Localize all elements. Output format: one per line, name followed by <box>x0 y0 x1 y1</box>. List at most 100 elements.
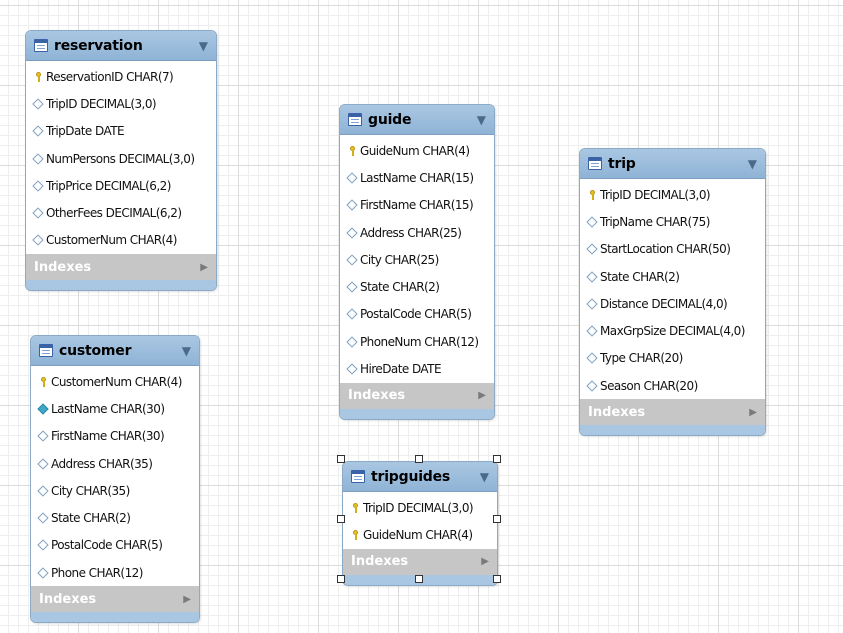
column-row[interactable]: Phone CHAR(12) <box>31 559 199 586</box>
column-row[interactable]: Season CHAR(20) <box>580 372 765 399</box>
table-header[interactable]: reservation ▼ <box>26 31 216 61</box>
diamond-icon <box>346 226 358 239</box>
column-row[interactable]: PhoneNum CHAR(12) <box>340 328 494 355</box>
key-icon <box>350 529 360 540</box>
diamond-icon <box>37 512 49 524</box>
resize-handle-bottom[interactable] <box>415 575 423 583</box>
table-header[interactable]: trip ▼ <box>580 149 765 179</box>
column-row[interactable]: ReservationID CHAR(7) <box>26 63 216 90</box>
column-row[interactable]: LastName CHAR(30) <box>31 395 199 422</box>
key-icon <box>33 71 43 82</box>
indexes-label: Indexes <box>39 591 97 607</box>
table-tripguides[interactable]: tripguides ▼ TripID DECIMAL(3,0) GuideNu… <box>342 461 498 586</box>
diamond-icon <box>586 298 598 310</box>
column-row[interactable]: State CHAR(2) <box>340 273 494 300</box>
table-guide[interactable]: guide ▼ GuideNum CHAR(4) LastName CHAR(1… <box>339 104 495 420</box>
column-row[interactable]: NumPersons DECIMAL(3,0) <box>26 145 216 172</box>
column-row[interactable]: TripID DECIMAL(3,0) <box>343 494 497 521</box>
table-footer <box>26 280 216 291</box>
collapse-arrow-icon[interactable]: ▼ <box>476 112 486 127</box>
column-row[interactable]: CustomerNum CHAR(4) <box>31 368 199 395</box>
indexes-section[interactable]: Indexes ▶ <box>26 254 216 281</box>
column-label: GuideNum CHAR(4) <box>360 143 470 158</box>
table-header[interactable]: tripguides ▼ <box>343 462 497 492</box>
key-icon <box>587 189 597 200</box>
diamond-icon <box>32 98 44 110</box>
column-row[interactable]: GuideNum CHAR(4) <box>340 137 494 164</box>
expand-arrow-icon[interactable]: ▶ <box>183 593 191 605</box>
expand-arrow-icon[interactable]: ▶ <box>478 390 486 402</box>
column-label: Distance DECIMAL(4,0) <box>600 296 728 311</box>
column-label: CustomerNum CHAR(4) <box>51 374 182 389</box>
column-row[interactable]: FirstName CHAR(15) <box>340 192 494 219</box>
table-trip[interactable]: trip ▼ TripID DECIMAL(3,0) TripName CHAR… <box>579 148 766 437</box>
column-row[interactable]: Type CHAR(20) <box>580 345 765 372</box>
column-row[interactable]: TripID DECIMAL(3,0) <box>26 90 216 117</box>
column-row[interactable]: City CHAR(35) <box>31 477 199 504</box>
column-row[interactable]: TripID DECIMAL(3,0) <box>580 181 765 208</box>
diamond-icon <box>37 539 49 552</box>
column-label: State CHAR(2) <box>360 280 440 295</box>
table-customer[interactable]: customer ▼ CustomerNum CHAR(4) LastName … <box>30 335 200 624</box>
diamond-icon <box>37 567 49 579</box>
column-label: FirstName CHAR(30) <box>51 429 165 444</box>
table-reservation[interactable]: reservation ▼ ReservationID CHAR(7) Trip… <box>25 30 217 292</box>
column-label: TripName CHAR(75) <box>600 214 710 229</box>
column-label: City CHAR(25) <box>360 252 439 267</box>
expand-arrow-icon[interactable]: ▶ <box>749 406 757 418</box>
resize-handle-top[interactable] <box>415 455 423 463</box>
column-label: TripID DECIMAL(3,0) <box>600 187 711 202</box>
column-row[interactable]: PostalCode CHAR(5) <box>340 301 494 328</box>
column-row[interactable]: LastName CHAR(15) <box>340 164 494 191</box>
column-row[interactable]: OtherFees DECIMAL(6,2) <box>26 199 216 226</box>
column-row[interactable]: StartLocation CHAR(50) <box>580 236 765 263</box>
resize-handle-top-left[interactable] <box>337 455 345 463</box>
resize-handle-bottom-left[interactable] <box>337 575 345 583</box>
column-row[interactable]: City CHAR(25) <box>340 246 494 273</box>
indexes-section[interactable]: Indexes ▶ <box>340 382 494 409</box>
column-label: HireDate DATE <box>360 362 442 377</box>
key-icon <box>350 502 360 513</box>
diamond-icon <box>586 243 598 255</box>
column-row[interactable]: TripPrice DECIMAL(6,2) <box>26 172 216 199</box>
table-header[interactable]: guide ▼ <box>340 105 494 135</box>
column-label: NumPersons DECIMAL(3,0) <box>46 151 195 166</box>
indexes-section[interactable]: Indexes ▶ <box>343 548 497 575</box>
column-row[interactable]: Address CHAR(25) <box>340 219 494 246</box>
table-header[interactable]: customer ▼ <box>31 336 199 366</box>
table-footer <box>31 612 199 623</box>
column-row[interactable]: State CHAR(2) <box>580 263 765 290</box>
table-footer <box>580 425 765 436</box>
column-row[interactable]: TripName CHAR(75) <box>580 208 765 235</box>
column-row[interactable]: Address CHAR(35) <box>31 450 199 477</box>
collapse-arrow-icon[interactable]: ▼ <box>198 38 208 53</box>
column-label: State CHAR(2) <box>51 511 131 526</box>
column-row[interactable]: HireDate DATE <box>340 355 494 382</box>
expand-arrow-icon[interactable]: ▶ <box>200 261 208 273</box>
diamond-icon <box>346 363 358 375</box>
collapse-arrow-icon[interactable]: ▼ <box>181 343 191 358</box>
collapse-arrow-icon[interactable]: ▼ <box>747 156 757 171</box>
column-row[interactable]: CustomerNum CHAR(4) <box>26 227 216 254</box>
indexes-section[interactable]: Indexes ▶ <box>580 399 765 426</box>
indexes-section[interactable]: Indexes ▶ <box>31 586 199 613</box>
column-row[interactable]: Distance DECIMAL(4,0) <box>580 290 765 317</box>
diamond-icon <box>586 270 598 283</box>
resize-handle-top-right[interactable] <box>493 455 501 463</box>
column-row[interactable]: State CHAR(2) <box>31 504 199 531</box>
diamond-icon <box>37 485 49 497</box>
column-row[interactable]: MaxGrpSize DECIMAL(4,0) <box>580 317 765 344</box>
diamond-icon <box>32 180 44 192</box>
column-row[interactable]: FirstName CHAR(30) <box>31 423 199 450</box>
resize-handle-left[interactable] <box>337 515 345 523</box>
resize-handle-right[interactable] <box>493 515 501 523</box>
column-row[interactable]: PostalCode CHAR(5) <box>31 532 199 559</box>
diamond-filled-icon <box>37 403 49 415</box>
resize-handle-bottom-right[interactable] <box>493 575 501 583</box>
diamond-icon <box>586 216 598 228</box>
column-row[interactable]: GuideNum CHAR(4) <box>343 521 497 548</box>
column-label: State CHAR(2) <box>600 269 680 284</box>
column-row[interactable]: TripDate DATE <box>26 118 216 145</box>
collapse-arrow-icon[interactable]: ▼ <box>479 469 489 484</box>
expand-arrow-icon[interactable]: ▶ <box>481 556 489 568</box>
